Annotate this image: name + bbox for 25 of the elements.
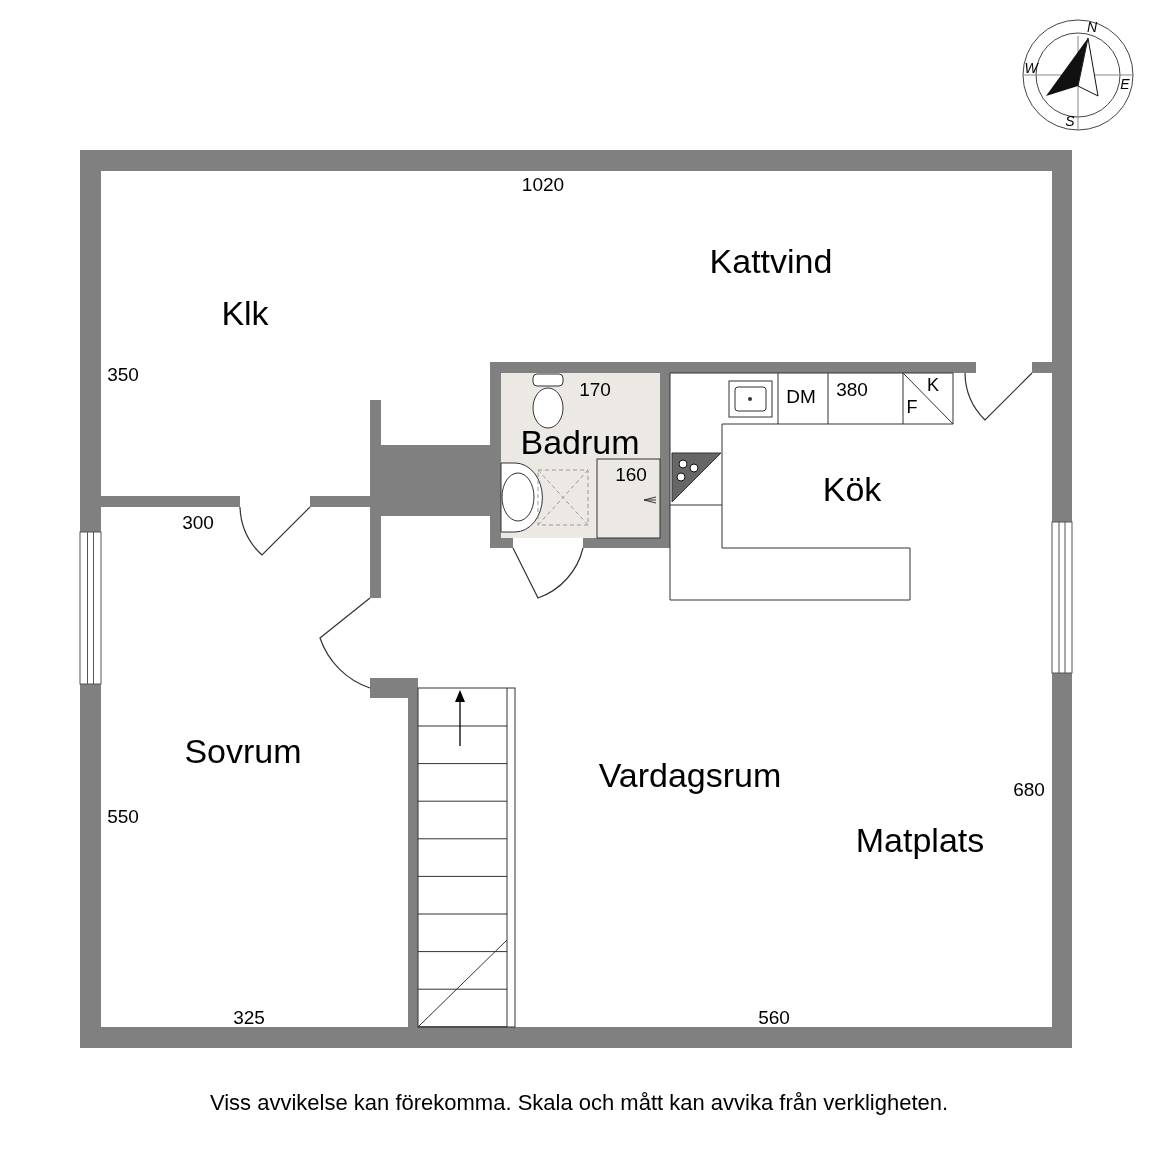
- appliance-label: F: [906, 398, 918, 416]
- dimension-label: 680: [1013, 779, 1045, 799]
- room-name: Sovrum: [184, 734, 302, 768]
- compass-letter: S: [1065, 114, 1075, 128]
- compass-letter: W: [1024, 61, 1038, 75]
- disclaimer-note: Viss avvikelse kan förekomma. Skala och mått kan avvika från verkligheten.: [209, 1092, 949, 1114]
- dimension-label: 160: [615, 464, 647, 484]
- dimension-label: 300: [182, 512, 214, 532]
- dimension-label: 170: [579, 379, 611, 399]
- appliance-label: DM: [786, 386, 816, 406]
- compass-letter: E: [1120, 77, 1130, 91]
- room-name: Kök: [822, 472, 882, 506]
- dimension-label: 550: [107, 806, 139, 826]
- dimension-label: 380: [836, 379, 868, 399]
- compass-letter: N: [1086, 20, 1098, 34]
- room-name: Badrum: [520, 425, 640, 459]
- dimension-label: 350: [107, 364, 139, 384]
- room-name: Matplats: [855, 823, 985, 857]
- dimension-label: 1020: [521, 174, 565, 194]
- room-name: Klk: [221, 296, 269, 330]
- dimension-label: 560: [758, 1007, 790, 1027]
- room-name: Vardagsrum: [598, 758, 782, 792]
- dimension-label: 325: [233, 1007, 265, 1027]
- appliance-label: K: [927, 376, 939, 394]
- room-name: Kattvind: [709, 244, 833, 278]
